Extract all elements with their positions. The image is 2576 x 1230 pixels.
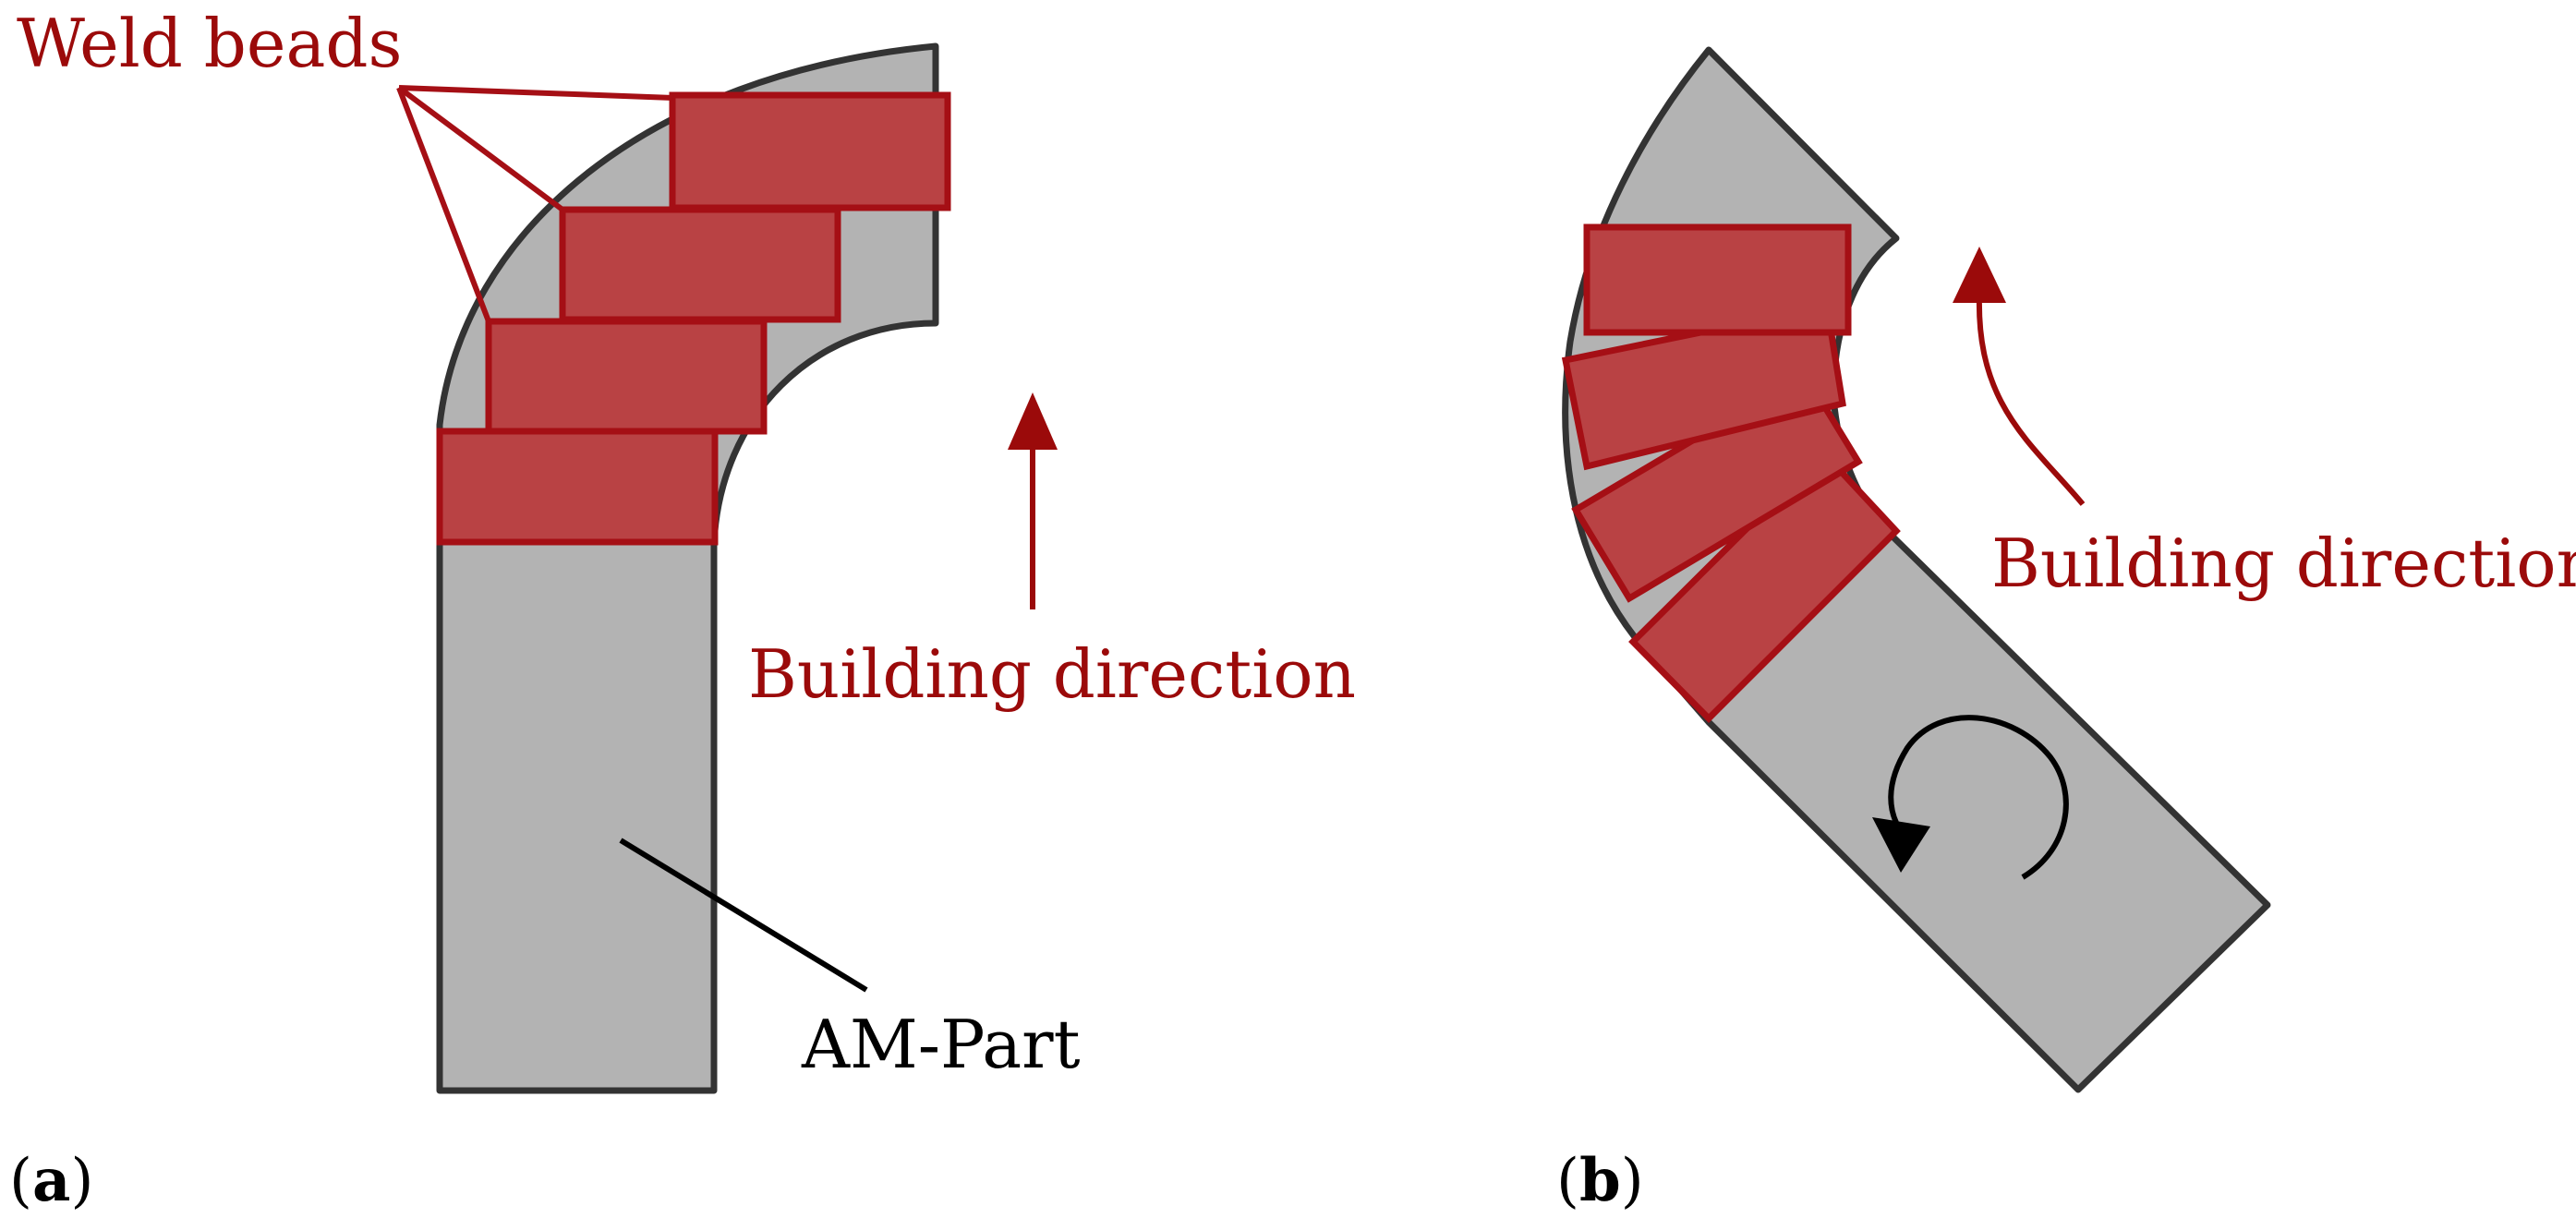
building-direction-arrow-b — [1953, 247, 2086, 506]
panel-b-tag: (b) — [1556, 1146, 1644, 1215]
am-part-label: AM-Part — [801, 1006, 1081, 1083]
weld-bead-callout-lines — [396, 85, 674, 323]
panel-b: Building direction (b) — [1556, 46, 2576, 1215]
weld-beads-b — [1561, 223, 1901, 723]
building-direction-arrow-a — [1008, 392, 1058, 609]
panel-a-tag: (a) — [9, 1146, 93, 1215]
rotation-arrow-icon — [1872, 715, 2069, 880]
am-part-callout-line — [619, 838, 868, 993]
weld-bead-a-4 — [669, 91, 951, 211]
weld-beads-label: Weld beads — [17, 5, 402, 82]
weld-bead-a-1 — [436, 428, 719, 546]
building-direction-label-b: Building direction — [1991, 525, 2576, 602]
weld-bead-a-3 — [559, 206, 841, 323]
weld-bead-a-2 — [485, 318, 768, 435]
building-direction-label-a: Building direction — [748, 635, 1356, 713]
weld-bead-b-4 — [1583, 223, 1852, 336]
panel-a: Weld beads Building direction AM-Part (a… — [9, 5, 1356, 1215]
